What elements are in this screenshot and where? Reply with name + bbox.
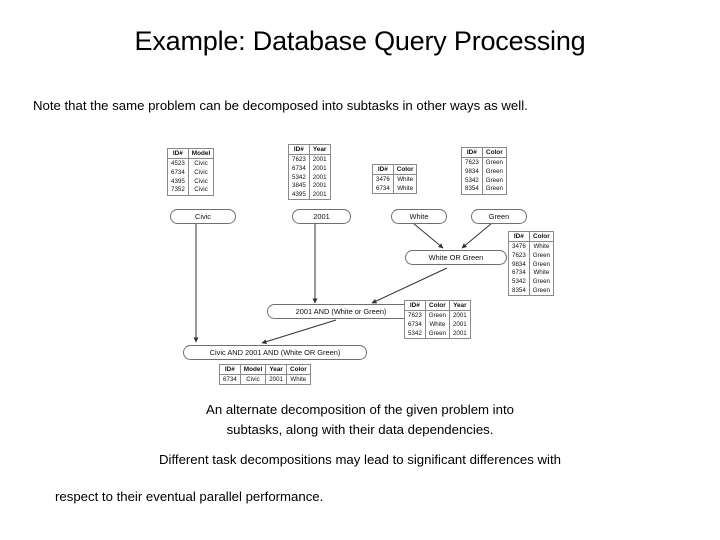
table-header-row: ID# Model Year Color	[219, 364, 311, 376]
column-header: Color	[286, 364, 311, 376]
column-header: Year	[309, 144, 331, 156]
table-header-row: ID# Color Year	[404, 300, 471, 312]
column-header: Color	[425, 300, 450, 312]
column-header: Model	[240, 364, 267, 376]
table-header-row: ID# Color	[508, 231, 554, 243]
table-header-row: ID# Year	[288, 144, 331, 156]
table-header-row: ID# Model	[167, 148, 214, 160]
column-header: ID#	[404, 300, 426, 312]
node-final-query[interactable]: Civic AND 2001 AND (White OR Green)	[183, 345, 367, 360]
table-header-row: ID# Color	[372, 164, 417, 176]
intro-paragraph: Note that the same problem can be decomp…	[33, 98, 528, 113]
column-header: ID#	[372, 164, 394, 176]
column-header: ID#	[461, 147, 483, 159]
edge-or-to-and	[371, 267, 448, 304]
edge-white-to-or	[412, 222, 444, 249]
edge-and-to-final	[261, 319, 337, 345]
column-header: ID#	[508, 231, 530, 243]
table-final-result: ID# Model Year Color 6734 Civic 2001 Whi…	[219, 364, 311, 386]
column-header: ID#	[288, 144, 310, 156]
diagram-connectors	[193, 222, 493, 345]
caption-line-1: An alternate decomposition of the given …	[206, 402, 514, 417]
caption-line-4: respect to their eventual parallel perfo…	[55, 489, 324, 504]
column-header: Color	[529, 231, 554, 243]
table-row: 6734 Civic 2001 White	[219, 374, 311, 385]
column-header: Year	[265, 364, 287, 376]
edge-green-to-or	[461, 222, 493, 249]
node-2001-and-color[interactable]: 2001 AND (White or Green)	[267, 304, 415, 319]
column-header: ID#	[219, 364, 241, 376]
node-year-2001[interactable]: 2001	[292, 209, 351, 224]
caption-line-3: Different task decompositions may lead t…	[159, 452, 561, 467]
node-white-or-green[interactable]: White OR Green	[405, 250, 507, 265]
column-header: Color	[393, 164, 417, 176]
page-title: Example: Database Query Processing	[134, 26, 586, 56]
column-header: Year	[449, 300, 471, 312]
column-header: Model	[188, 148, 214, 160]
column-header: Color	[482, 147, 507, 159]
node-white[interactable]: White	[391, 209, 447, 224]
node-green[interactable]: Green	[471, 209, 527, 224]
column-header: ID#	[167, 148, 189, 160]
table-header-row: ID# Color	[461, 147, 507, 159]
caption-line-2: subtasks, along with their data dependen…	[226, 422, 494, 437]
node-civic[interactable]: Civic	[170, 209, 236, 224]
